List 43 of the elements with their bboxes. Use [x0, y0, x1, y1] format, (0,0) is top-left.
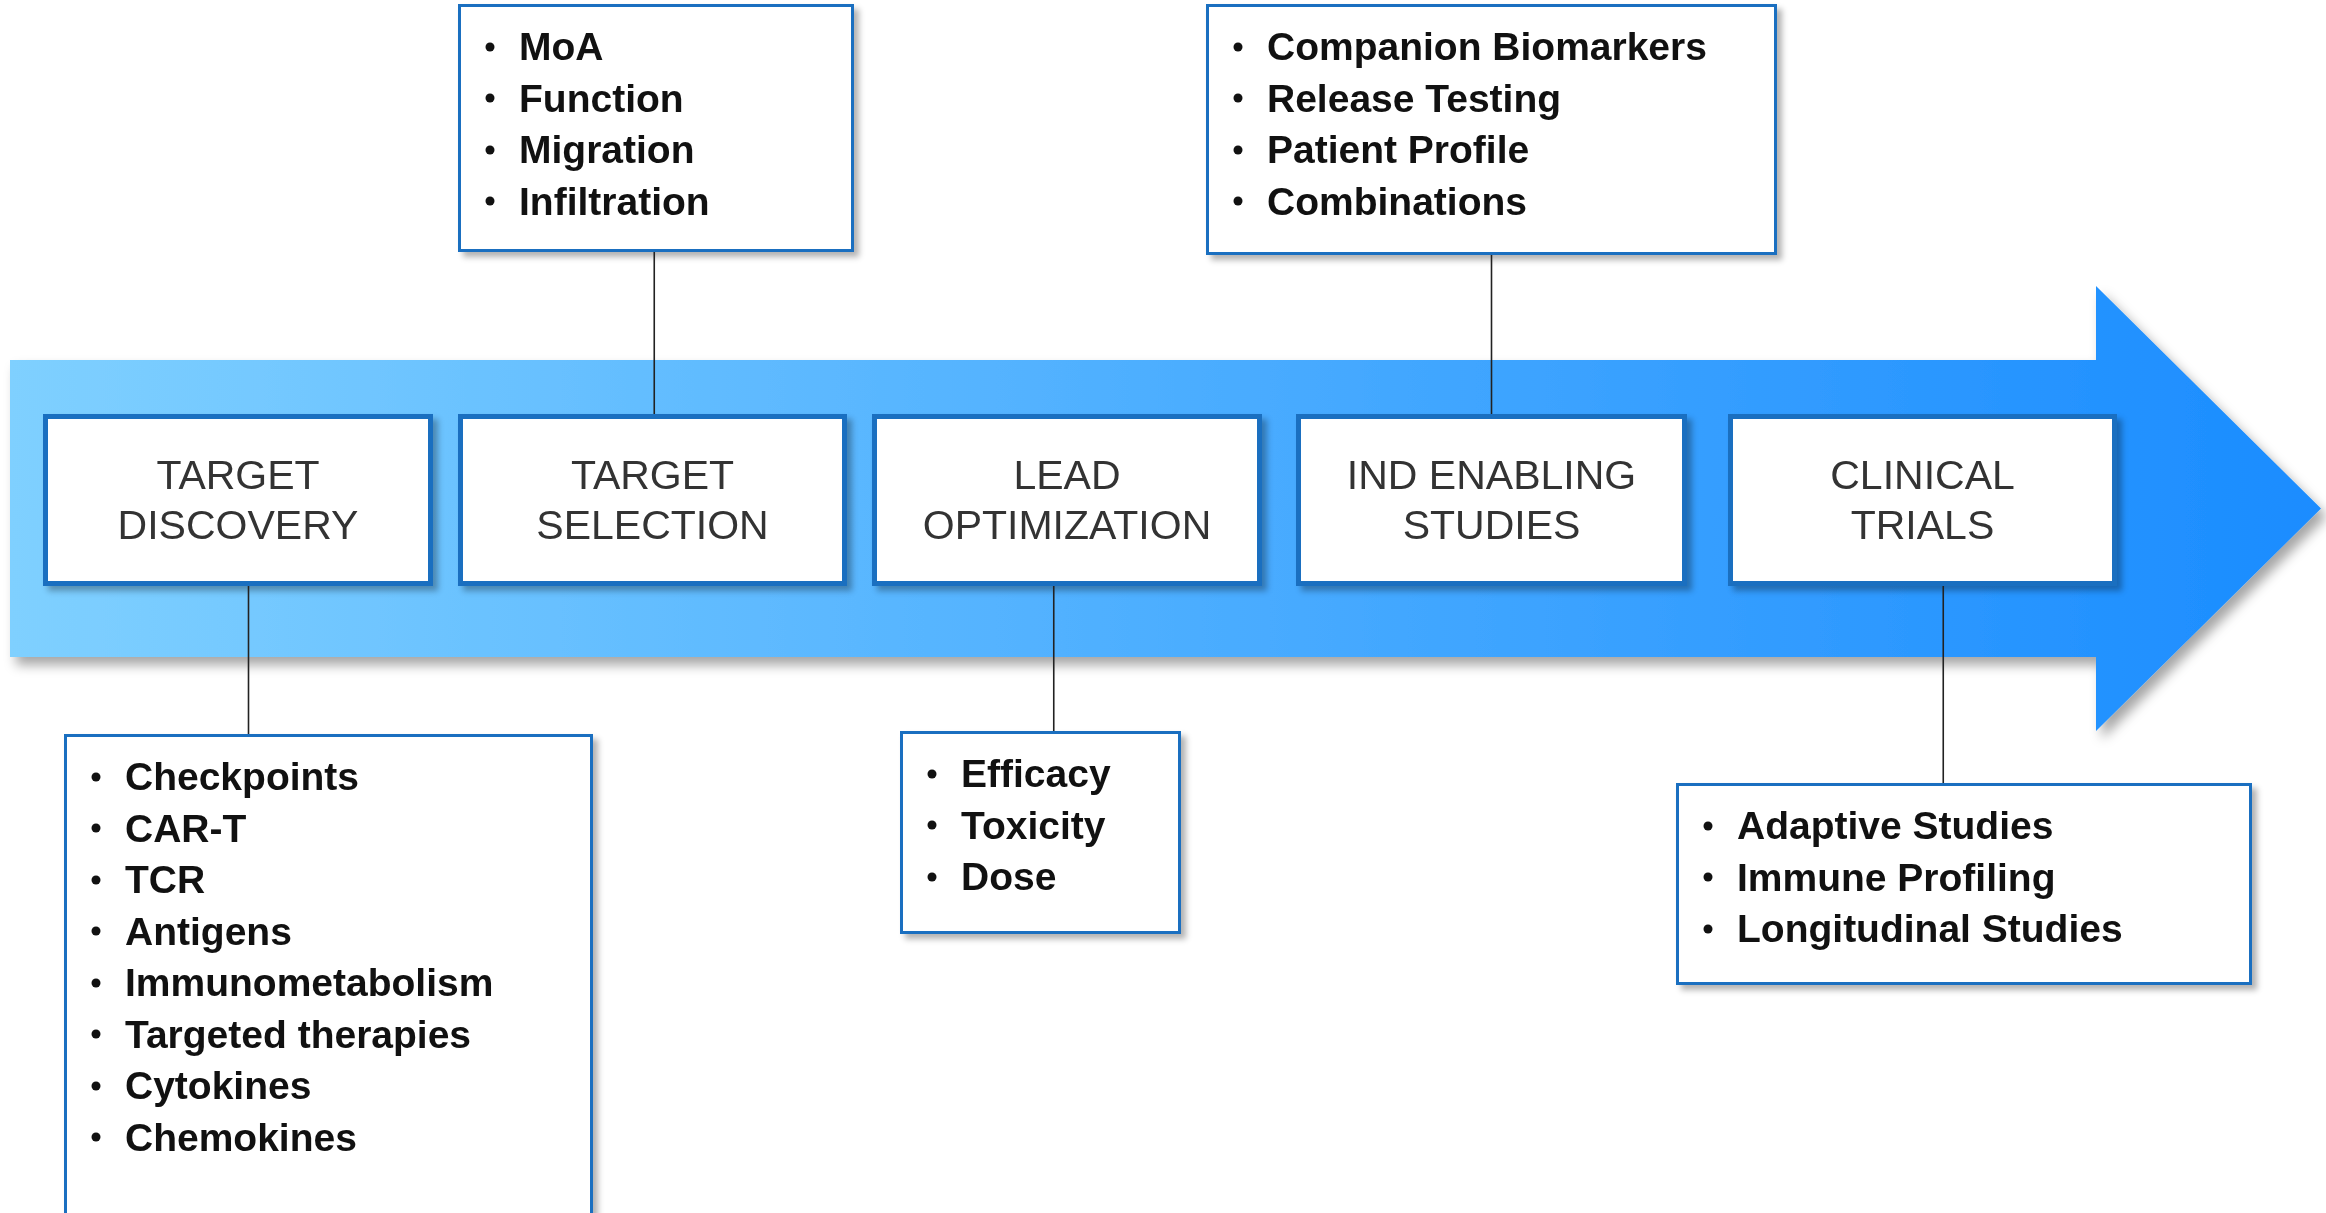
bullet-item: Infiltration: [519, 178, 710, 225]
bullet-item: Companion Biomarkers: [1267, 24, 1707, 70]
bullet-item: Migration: [519, 127, 695, 173]
bullet-item: Antigens: [125, 908, 292, 955]
bullet-item: Adaptive Studies: [1737, 803, 2054, 849]
block-arrow: [10, 286, 2321, 731]
connector-line: [1490, 254, 1493, 415]
bullet-item: Targeted therapies: [125, 1011, 472, 1058]
bullet-item: Immunometabolism: [125, 960, 494, 1006]
stage-label: TARGET SELECTION: [535, 451, 770, 550]
bullet-item: Dose: [961, 854, 1057, 900]
bullet-item: CAR-T: [125, 805, 247, 852]
bullet-item: MoA: [519, 24, 604, 70]
bullet-list-box: [64, 734, 593, 1213]
bullet-item: Toxicity: [961, 802, 1106, 849]
bullet-item: Immune Profiling: [1737, 854, 2056, 901]
stage-box: [1728, 414, 2117, 586]
bullet-list-box: [1206, 4, 1777, 255]
connector-line: [653, 251, 656, 415]
stage-box: [1296, 414, 1687, 586]
bullet-list-box: [900, 731, 1181, 934]
connector-line: [1052, 585, 1055, 732]
bullet-item: Function: [519, 75, 684, 122]
stage-label: LEAD OPTIMIZATION: [921, 451, 1213, 550]
bullet-item: Release Testing: [1267, 75, 1562, 122]
bullet-item: Longitudinal Studies: [1737, 906, 2123, 952]
stage-label: IND ENABLING STUDIES: [1345, 451, 1638, 550]
bullet-list-box: [1676, 783, 2252, 985]
stage-box: [458, 414, 847, 586]
connector-line: [1942, 585, 1945, 784]
connector-line: [247, 585, 250, 735]
bullet-item: Cytokines: [125, 1063, 312, 1109]
bullet-item: Checkpoints: [125, 754, 360, 800]
bullet-item: Patient Profile: [1267, 127, 1530, 173]
stage-box: [872, 414, 1262, 586]
bullet-item: Combinations: [1267, 178, 1527, 225]
stage-label: TARGET DISCOVERY: [116, 451, 360, 550]
bullet-item: TCR: [125, 857, 206, 903]
bullet-list-box: [458, 4, 854, 252]
stage-box: [43, 414, 433, 586]
bullet-item: Chemokines: [125, 1114, 357, 1161]
stage-label: CLINICAL TRIALS: [1829, 451, 2016, 550]
bullet-item: Efficacy: [961, 751, 1111, 797]
